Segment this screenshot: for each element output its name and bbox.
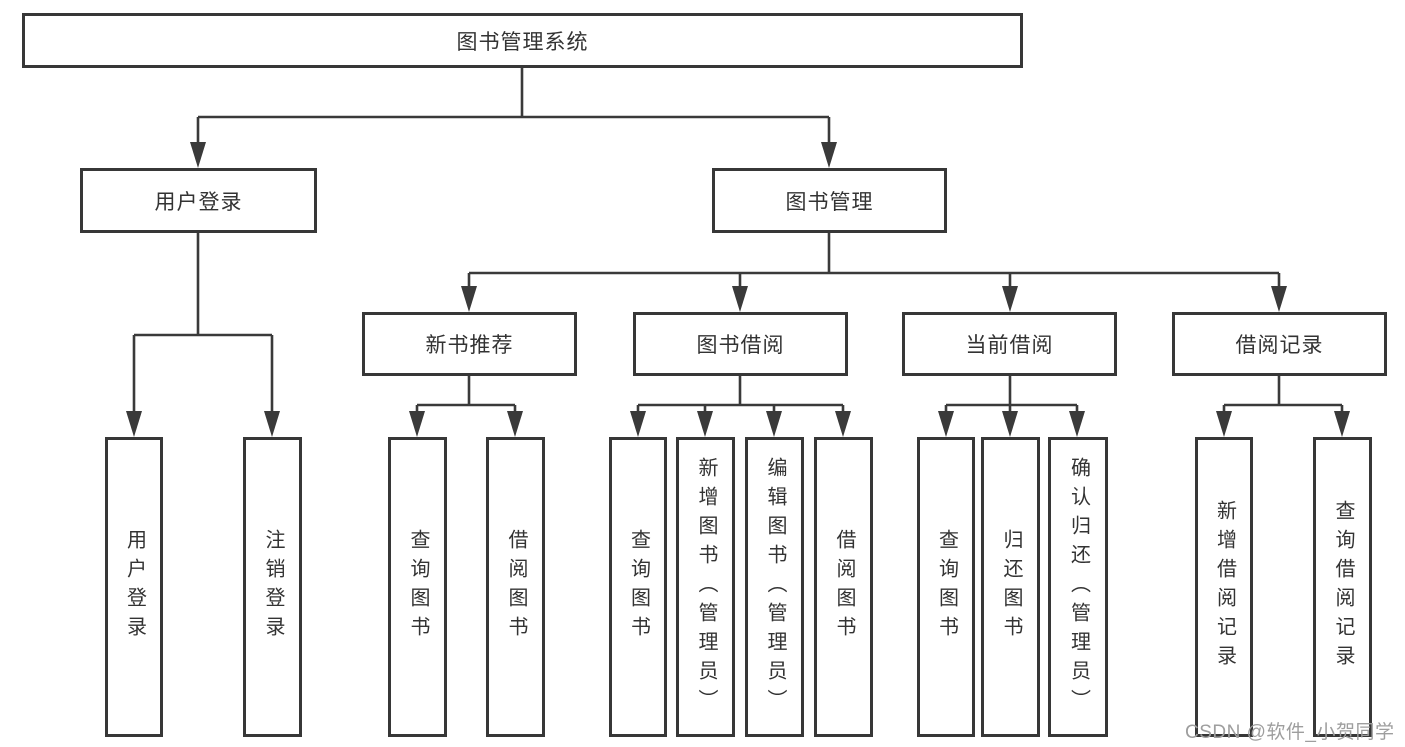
node-borrow-records-label: 借阅记录 <box>1235 334 1324 357</box>
leaf-borrow-books-label: 借阅图书 <box>833 529 855 645</box>
node-book-borrow-label: 图书借阅 <box>696 334 785 357</box>
leaf-query-books-borrow-label: 查询图书 <box>627 529 650 645</box>
leaf-edit-book-admin: 编辑图书（管理员） <box>745 437 804 737</box>
leaf-query-books-recommend-label: 查询图书 <box>407 529 429 645</box>
leaf-add-book-admin: 新增图书（管理员） <box>676 437 735 737</box>
node-book-management-label: 图书管理 <box>785 190 874 214</box>
csdn-watermark: CSDN @软件_小贺同学 <box>1185 722 1395 743</box>
node-user-login: 用户登录 <box>80 168 317 233</box>
node-new-book-recommend-label: 新书推荐 <box>425 334 514 357</box>
leaf-edit-book-admin-label: 编辑图书（管理员） <box>764 456 786 718</box>
leaf-query-books-current: 查询图书 <box>917 437 975 737</box>
leaf-query-books-current-label: 查询图书 <box>935 529 958 645</box>
leaf-logout-label: 注销登录 <box>262 529 284 645</box>
leaf-add-borrow-record-label: 新增借阅记录 <box>1213 500 1236 674</box>
node-current-borrow: 当前借阅 <box>902 312 1117 376</box>
node-user-login-label: 用户登录 <box>154 190 243 214</box>
leaf-borrow-books-recommend: 借阅图书 <box>486 437 545 737</box>
leaf-borrow-books: 借阅图书 <box>814 437 873 737</box>
node-book-management: 图书管理 <box>712 168 947 233</box>
leaf-return-book: 归还图书 <box>981 437 1040 737</box>
leaf-confirm-return-admin-label: 确认归还（管理员） <box>1067 456 1090 718</box>
leaf-query-borrow-record-label: 查询借阅记录 <box>1332 500 1354 674</box>
leaf-query-books-borrow: 查询图书 <box>609 437 667 737</box>
leaf-add-borrow-record: 新增借阅记录 <box>1195 437 1253 737</box>
leaf-user-login: 用户登录 <box>105 437 163 737</box>
node-new-book-recommend: 新书推荐 <box>362 312 577 376</box>
leaf-query-books-recommend: 查询图书 <box>388 437 447 737</box>
node-borrow-records: 借阅记录 <box>1172 312 1387 376</box>
leaf-query-borrow-record: 查询借阅记录 <box>1313 437 1372 737</box>
leaf-add-book-admin-label: 新增图书（管理员） <box>695 456 717 718</box>
leaf-user-login-label: 用户登录 <box>123 529 146 645</box>
node-root-label: 图书管理系统 <box>456 30 589 54</box>
node-root: 图书管理系统 <box>22 13 1023 68</box>
node-current-borrow-label: 当前借阅 <box>965 334 1054 357</box>
leaf-confirm-return-admin: 确认归还（管理员） <box>1048 437 1108 737</box>
leaf-borrow-books-recommend-label: 借阅图书 <box>505 529 527 645</box>
leaf-logout: 注销登录 <box>243 437 302 737</box>
node-book-borrow: 图书借阅 <box>633 312 848 376</box>
leaf-return-book-label: 归还图书 <box>1000 529 1022 645</box>
